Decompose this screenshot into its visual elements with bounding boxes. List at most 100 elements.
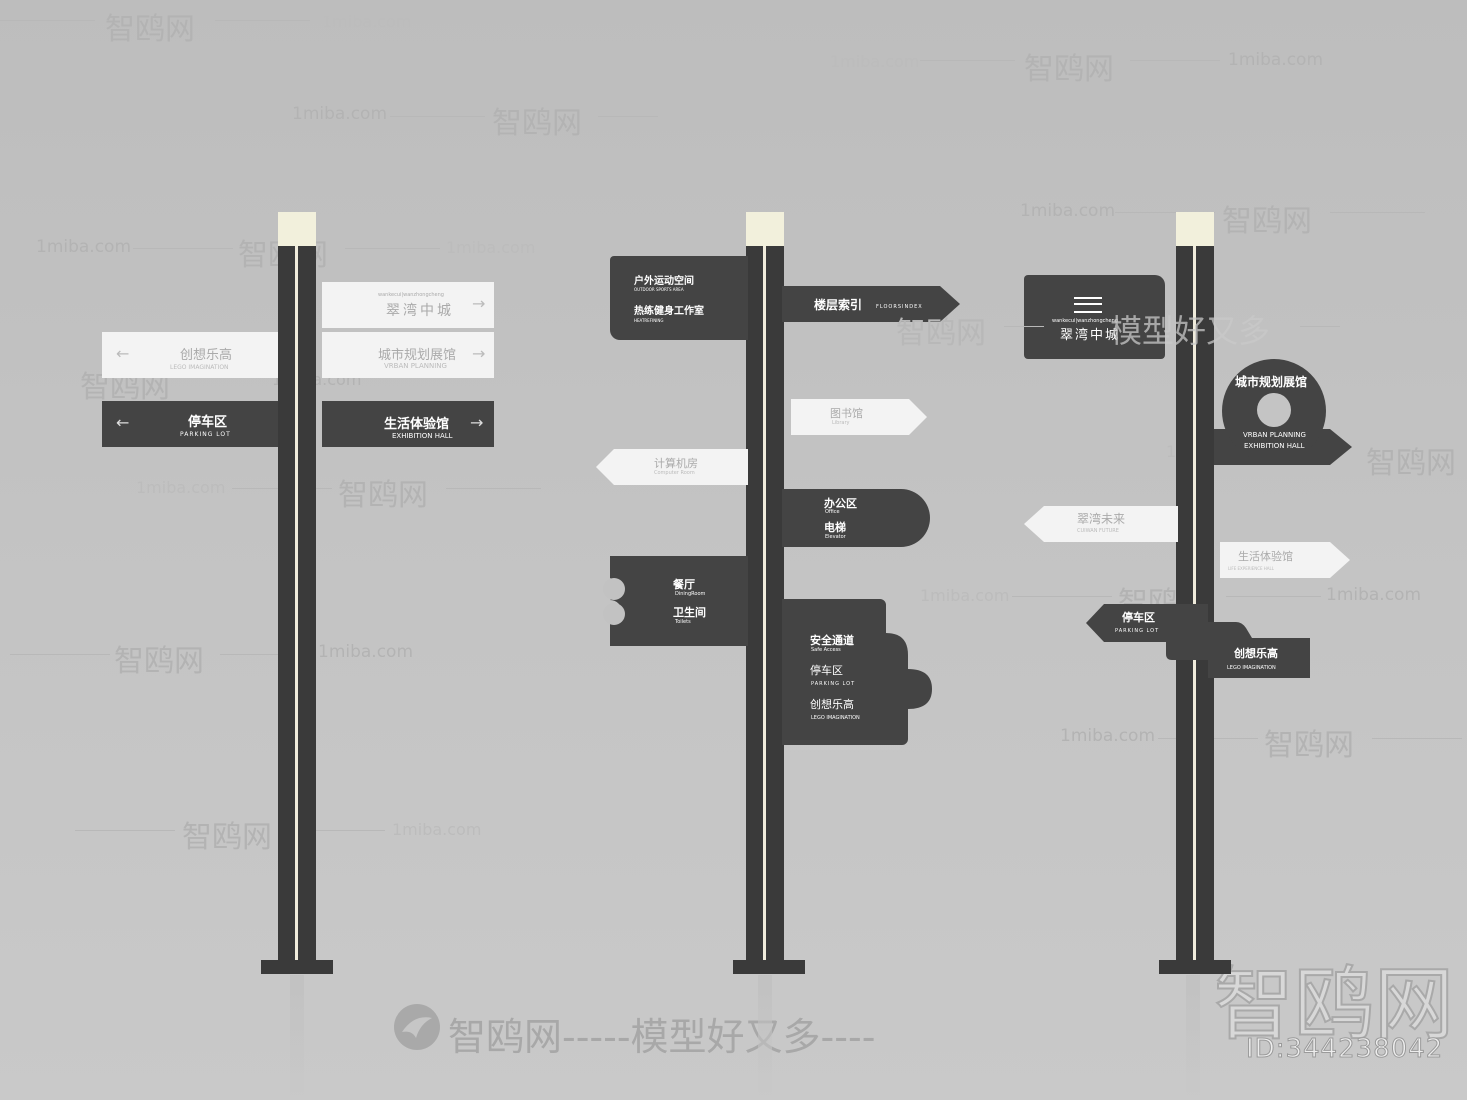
watermark-site: 1miba.com (920, 586, 1010, 605)
watermark-brand: 智鸥网 (896, 316, 986, 351)
watermark-site: 1miba.com (392, 820, 482, 839)
sign1-dark-left: ← 停车区 PARKING LOT (102, 401, 278, 447)
sign3-tiny-text: wankecui|wanzhongcheng (1052, 318, 1118, 324)
sign3-cuiwan-en: CUIWAN FUTURE (1077, 528, 1119, 534)
sign2-elevator-en: Elevator (825, 534, 846, 540)
sign2-office-cn: 办公区 (824, 497, 857, 510)
arrow-left-icon: ← (116, 413, 130, 432)
arrow-right-icon: → (470, 413, 484, 432)
sign3-parking-cn: 停车区 (1122, 611, 1155, 624)
sign1-dark-right-cn: 生活体验馆 (384, 417, 450, 432)
arrow-right-icon: → (472, 294, 486, 313)
floor-reflection (290, 975, 304, 1100)
watermark-site: 1miba.com (136, 478, 226, 497)
watermark-brand: 智鸥网 (182, 820, 272, 855)
sign2-top-left: 户外运动空间 OUTDOOR SPORTS AREA 热练健身工作室 HEATR… (610, 256, 748, 340)
arrow-right-icon: → (472, 344, 486, 363)
watermark-site: 1miba.com (446, 238, 536, 257)
sign1-top-cn: 翠湾中城 (386, 303, 454, 319)
watermark-brand: 智鸥网 (492, 106, 582, 141)
watermark-site: 1miba.com (830, 52, 920, 71)
sign3-lego-cn: 创想乐高 (1234, 647, 1278, 660)
sign2-lego-en: LEGO IMAGINATION (811, 715, 860, 721)
sign1-white-right: 城市规划展馆 VRBAN PLANNING → (322, 332, 494, 378)
sign3-disc-en2: EXHIBITION HALL (1244, 442, 1305, 450)
sign2-outdoor-en: OUTDOOR SPORTS AREA (634, 287, 684, 292)
sign1-dark-left-en: PARKING LOT (180, 431, 231, 438)
sign2-parking-en: PARKING LOT (811, 681, 856, 687)
watermark-brand: 智鸥网 (114, 644, 204, 679)
sign2-gym-cn: 热练健身工作室 (634, 306, 704, 317)
sign1-dark-left-cn: 停车区 (188, 415, 228, 430)
sign3-disc-shape (1214, 359, 1352, 465)
pole-cap-light (1176, 212, 1214, 246)
sign2-toilet-cn: 卫生间 (673, 606, 706, 619)
sign3-top-cn: 翠湾中城 (1060, 328, 1121, 343)
sign2-computer-shape (596, 449, 748, 485)
sign3-disc-en1: VRBAN PLANNING (1243, 431, 1306, 439)
sign3-top-panel: wankecui|wanzhongcheng 翠湾中城 (1024, 275, 1165, 359)
sign2-gym-en: HEATREFINING (634, 318, 664, 323)
sign2-floor-index-cn: 楼层索引 (814, 298, 863, 312)
watermark-site: 1miba.com (318, 642, 414, 662)
sign3-cuiwan-cn: 翠湾未来 (1077, 512, 1126, 526)
sign2-office-panel: 办公区 Office 电梯 Elevator (782, 489, 930, 547)
sign3-life-en: LIFE EXPERIENCE HALL (1228, 566, 1274, 571)
watermark-brand: 智鸥网 (105, 12, 195, 47)
sign2-floor-index-shape (782, 286, 960, 322)
sign3-cuiwan-shape (1024, 506, 1178, 542)
pole-base (1159, 960, 1231, 974)
sign2-safe-en: Safe Access (811, 647, 841, 653)
pole (278, 246, 316, 962)
sign1-white-top: wankecui|wanzhongcheng 翠湾中城 → (322, 282, 494, 328)
sign1-right-cn: 城市规划展馆 (378, 348, 457, 363)
sign2-library-en: Library (832, 420, 850, 426)
sign2-library-cn: 图书馆 (830, 407, 863, 420)
sign3-life-cn: 生活体验馆 (1238, 550, 1293, 563)
sign2-floor-index-en: FLOORSINDEX (876, 304, 923, 310)
watermark-site: 1miba.com (292, 104, 388, 124)
sign1-white-left: ← 创想乐高 LEGO IMAGINATION (102, 332, 278, 378)
pole-cap-light (746, 212, 784, 246)
watermark-brand: 智鸥网 (1366, 446, 1456, 481)
sign2-dining-shape (603, 556, 748, 646)
sign2-computer-en: Computer Room (654, 470, 695, 476)
watermark-brand: 智鸥网 (1024, 52, 1114, 87)
watermark-slogan: 智鸥网-----模型好又多---- (448, 1015, 876, 1059)
sign2-parking-cn: 停车区 (810, 664, 843, 677)
sign2-dining-cn: 餐厅 (673, 578, 695, 591)
sign2-office-en: Office (825, 509, 840, 515)
pole-cap-light (278, 212, 316, 246)
arrow-left-icon: ← (116, 344, 130, 363)
sign1-dark-right: 生活体验馆 EXHIBITION HALL → (322, 401, 494, 447)
sign2-safe-cn: 安全通道 (810, 634, 854, 647)
pole-base (733, 960, 805, 974)
sign3-disc-cn: 城市规划展馆 (1235, 375, 1308, 389)
watermark-id: ID:344238042 (1245, 1034, 1444, 1065)
watermark-overlay-slogan: 模型好又多 (1110, 312, 1271, 350)
watermark-site: 1miba.com (1228, 50, 1324, 70)
sign2-dining-en: DiningRoom (675, 591, 706, 597)
floor-reflection (758, 975, 772, 1100)
sign1-right-en: VRBAN PLANNING (384, 362, 447, 370)
sign2-library-shape (791, 399, 927, 435)
watermark-brand: 智鸥网 (1222, 204, 1312, 239)
pole (746, 246, 784, 962)
sign2-computer-cn: 计算机房 (654, 457, 698, 470)
watermark-brand: 智鸥网 (1264, 728, 1354, 763)
pole-base (261, 960, 333, 974)
sign1-left-en: LEGO IMAGINATION (170, 364, 229, 371)
sign2-outdoor-cn: 户外运动空间 (634, 276, 694, 287)
sign3-parking-en: PARKING LOT (1115, 628, 1160, 634)
watermark-site: 1miba.com (1060, 726, 1156, 746)
watermark-site: 1miba.com (1326, 585, 1422, 605)
sign3-lego-en: LEGO IMAGINATION (1227, 665, 1276, 671)
floor-reflection (1186, 975, 1200, 1100)
sign2-lego-cn: 创想乐高 (810, 698, 854, 711)
watermark-site: 1miba.com (322, 12, 412, 31)
watermark-big-logo: 智鸥网 (1213, 957, 1455, 1052)
sign1-tiny-text: wankecui|wanzhongcheng (378, 292, 444, 298)
menu-lines-icon (1074, 297, 1102, 313)
sign3-lego-shape (1166, 622, 1310, 678)
watermark-brand: 智鸥网 (338, 478, 428, 513)
